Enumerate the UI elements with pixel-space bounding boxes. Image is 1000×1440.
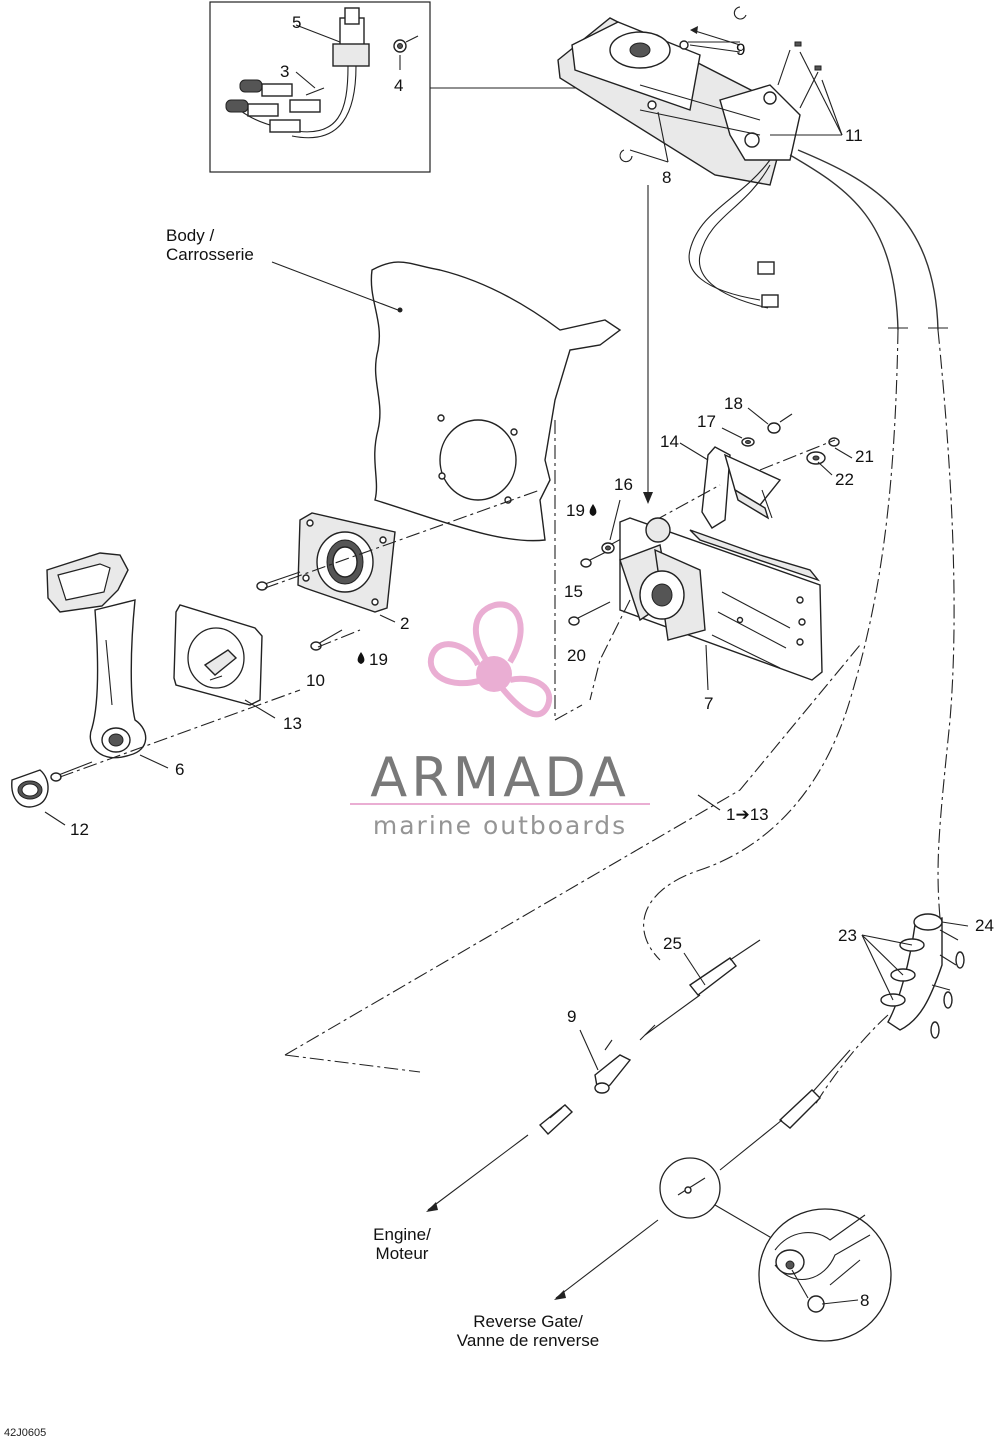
- callout-11: 11: [845, 126, 863, 145]
- part-12-cap: [11, 769, 49, 808]
- callout-labels: 5 3 4 9 11 8 18 17 14 21 22 16 19 15 20 …: [70, 13, 994, 1310]
- callout-21: 21: [855, 447, 874, 466]
- callout-7: 7: [704, 694, 713, 713]
- callout-25: 25: [663, 934, 682, 953]
- reverse-cable-route: [937, 329, 955, 919]
- reverse-caption-line2: Vanne de renverse: [457, 1331, 599, 1350]
- drop-icon: [589, 504, 597, 516]
- callout-6: 6: [175, 760, 184, 779]
- callout-22: 22: [835, 470, 854, 489]
- detail-circle-large: [758, 1208, 892, 1342]
- lever-screw: [50, 761, 93, 782]
- part-9-clip: [594, 1039, 632, 1094]
- engine-caption-line1: Engine/: [373, 1225, 431, 1244]
- callout-4: 4: [394, 76, 403, 95]
- detail-circle-small: [659, 1157, 721, 1219]
- reverse-arrow-line: [555, 1219, 659, 1299]
- part-2-bezel-plate: [297, 512, 396, 613]
- part-25-cable: [639, 939, 761, 1041]
- callout-18: 18: [724, 394, 743, 413]
- part-14-bracket: [701, 446, 782, 529]
- callout-3: 3: [280, 62, 289, 81]
- callout-16: 16: [614, 475, 633, 494]
- control-head-assembly: [557, 6, 822, 309]
- callout-assembly-1-13: 1➔13: [726, 805, 769, 824]
- callout-2: 2: [400, 614, 409, 633]
- parts-21-22-washers: [806, 437, 840, 465]
- callout-14: 14: [660, 432, 679, 451]
- callout-10: 10: [306, 671, 325, 690]
- reverse-cable-upper: [797, 149, 939, 331]
- propeller-hub: [476, 656, 512, 692]
- part-16-washer: [601, 542, 615, 554]
- throttle-cable-upper: [789, 154, 899, 331]
- callout-23: 23: [838, 926, 857, 945]
- figure-code: 42J0605: [4, 1427, 46, 1439]
- part-13-bezel: [173, 604, 263, 706]
- part-7-mechanism: [619, 517, 823, 681]
- callout-8-lower: 8: [860, 1291, 869, 1310]
- callout-24: 24: [975, 916, 994, 935]
- throttle-cable-route: [643, 329, 899, 961]
- body-leader: [271, 261, 399, 311]
- callout-9-upper: 9: [736, 40, 745, 59]
- engine-caption: Engine/ Moteur: [373, 1225, 431, 1263]
- part-6-lever: [46, 552, 147, 759]
- callout-9-lower: 9: [567, 1007, 576, 1026]
- callout-19-upper: 19: [566, 501, 585, 520]
- callout-15: 15: [564, 582, 583, 601]
- callout-8-upper: 8: [662, 168, 671, 187]
- callout-19-lower: 19: [369, 650, 388, 669]
- part-23-clamps: [880, 938, 925, 1007]
- callout-12: 12: [70, 820, 89, 839]
- body-panel: [370, 261, 622, 542]
- reverse-cable-lower: [719, 1049, 851, 1171]
- logo-name: ARMADA: [370, 746, 630, 809]
- engine-connector: [538, 1104, 574, 1135]
- engine-caption-line2: Moteur: [376, 1244, 429, 1263]
- drop-icon: [357, 652, 365, 664]
- reverse-caption: Reverse Gate/ Vanne de renverse: [457, 1312, 599, 1350]
- logo-tagline: marine outboards: [373, 811, 627, 840]
- part-10-screw: [310, 629, 343, 651]
- engine-arrow-line: [427, 1134, 529, 1211]
- screw-left: [256, 571, 301, 591]
- body-caption-line2: Carrosserie: [166, 245, 254, 264]
- parts-17-18-washers: [741, 413, 793, 447]
- armada-logo: ARMADA marine outboards: [350, 601, 650, 840]
- callout-17: 17: [697, 412, 716, 431]
- reverse-caption-line1: Reverse Gate/: [473, 1312, 583, 1331]
- leader-lines: [44, 24, 969, 1305]
- callout-20: 20: [567, 646, 586, 665]
- body-caption: Body / Carrosserie: [166, 226, 254, 264]
- part-20-screw: [568, 601, 611, 626]
- body-caption-line1: Body /: [166, 226, 214, 245]
- callout-13: 13: [283, 714, 302, 733]
- inset-switch-box: [209, 1, 431, 173]
- callout-5: 5: [292, 13, 301, 32]
- propeller-icon: [427, 601, 553, 718]
